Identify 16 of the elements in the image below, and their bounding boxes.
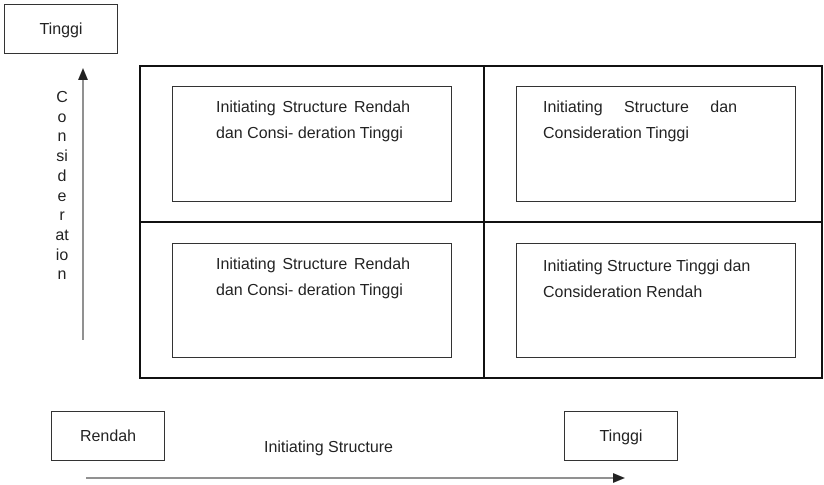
axis-title: Initiating Structure: [264, 439, 393, 457]
quadrant-text: Initiating Structure Rendah dan Consi- deration Tinggi: [216, 98, 410, 144]
axis-title: Consideration: [55, 88, 69, 286]
quadrant-box: [516, 86, 796, 202]
quadrant-box: [516, 243, 796, 358]
axis-end-text: Rendah: [78, 427, 138, 447]
quadrant-text: Initiating Structure Tinggi dan Consideration Rendah: [543, 257, 752, 303]
axis-end-box: [4, 4, 118, 54]
axis-end-text: Tinggi: [38, 20, 84, 40]
quadrant-box: [172, 243, 452, 358]
axis-end-box: [564, 411, 678, 461]
quadrant-box: [172, 86, 452, 202]
axis-end-text: Tinggi: [598, 427, 644, 447]
quadrant-text: Initiating Structure dan Consideration Tinggi: [543, 98, 737, 144]
axis-end-box: [51, 411, 165, 461]
quadrant-text: Initiating Structure Rendah dan Consi- deration Tinggi: [216, 255, 410, 301]
